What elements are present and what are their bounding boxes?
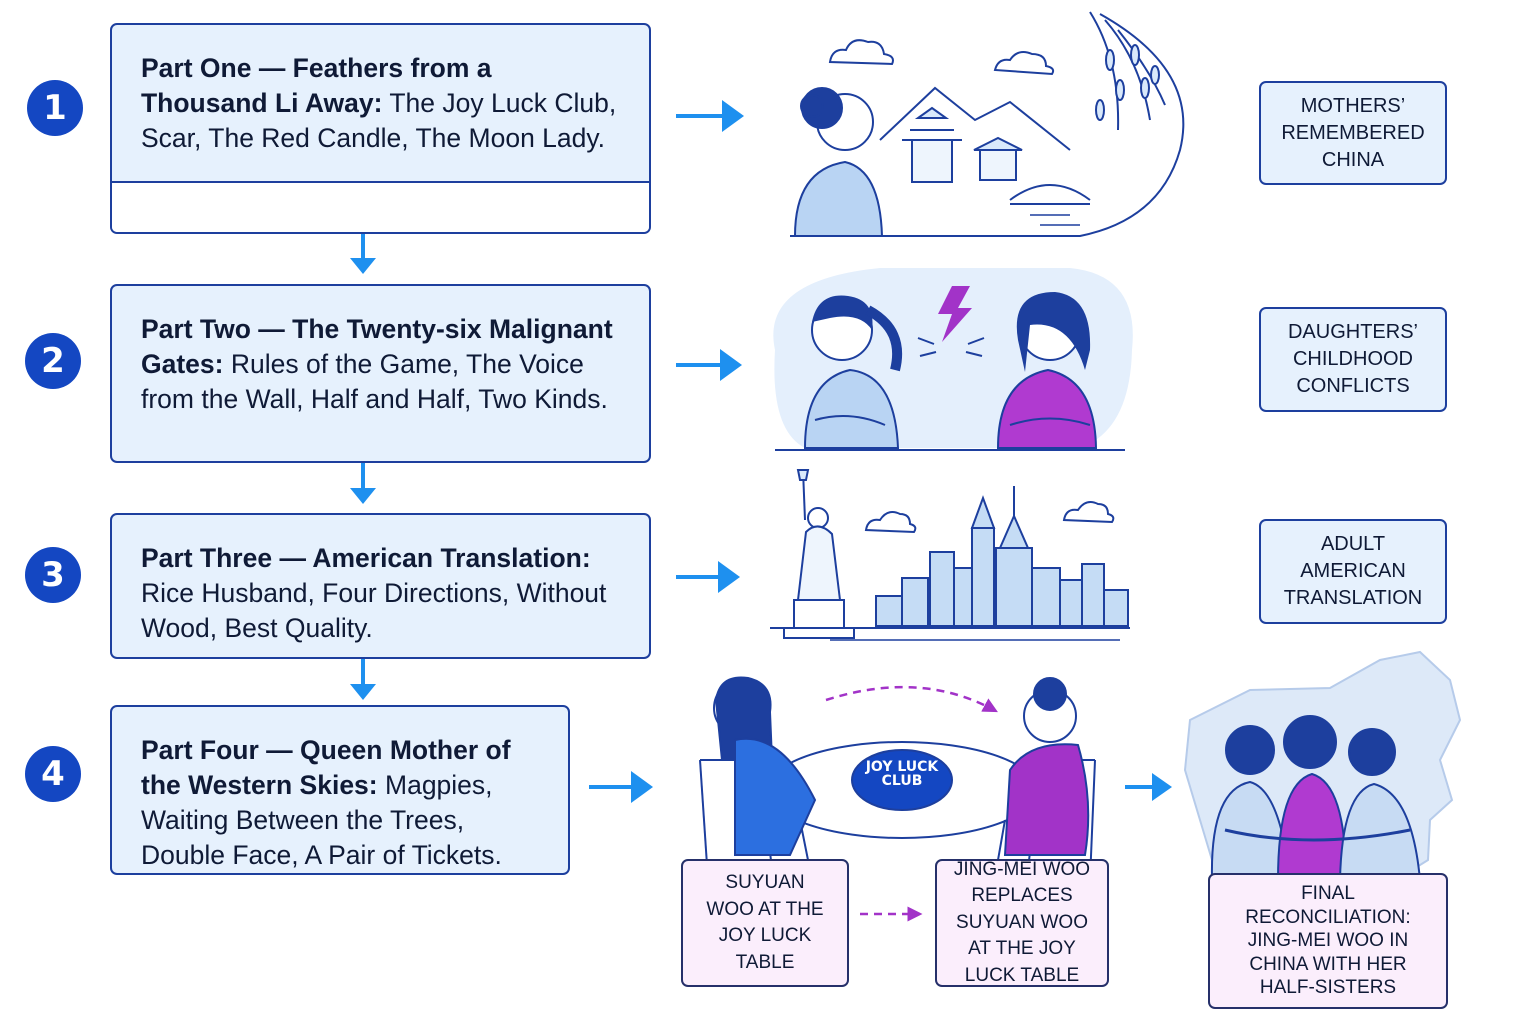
lightning-icon — [938, 286, 972, 342]
american-skyline-illustration — [770, 469, 1130, 641]
cloud-icon — [993, 51, 1055, 76]
mothers-china-label: Mothers’ Remembered China — [1259, 81, 1447, 185]
label-text: Final Reconciliation: Jing-mei Woo in Ch… — [1245, 883, 1411, 999]
cloud-icon — [864, 511, 917, 534]
part-stories: Magpies, Waiting Between the Trees, Doub… — [141, 770, 502, 870]
down-arrow-icon — [350, 234, 376, 274]
part-stories: Rules of the Game, The Voice from the Wa… — [141, 349, 608, 414]
joy-luck-table-illustration — [699, 676, 1096, 881]
sisters-in-china-illustration — [1183, 650, 1462, 897]
part-number-badge: 1 — [27, 80, 83, 136]
label-text: Daughters’ Childhood Conflicts — [1287, 321, 1418, 397]
part-title: Part Four — Queen Mother of the Western … — [141, 735, 511, 800]
right-arrow-icon — [676, 561, 740, 593]
right-arrow-icon — [1125, 773, 1172, 801]
label-text: Mothers’ Remembered China — [1281, 94, 1425, 171]
suyuan-table-label: Suyuan Woo at the Joy Luck Table — [681, 859, 849, 987]
cloud-icon — [1062, 501, 1115, 524]
right-arrow-icon — [589, 771, 653, 803]
part-two-box: Part Two — The Twenty-six Malignant Gate… — [110, 284, 651, 463]
right-arrow-icon — [676, 349, 742, 381]
joy-luck-club-sign: JOY LUCK CLUB — [865, 759, 939, 789]
part-four-box: Part Four — Queen Mother of the Western … — [110, 705, 570, 875]
remembered-china-illustration — [790, 11, 1185, 237]
part-one-box: Part One — Feathers from a Thousand Li A… — [110, 23, 651, 234]
part-title: Part Three — American Translation: — [141, 543, 591, 573]
dashed-arrow — [825, 685, 998, 713]
jingmei-replaces-label: Jing-mei Woo replaces Suyuan Woo at the … — [935, 859, 1109, 987]
final-reconciliation-label: Final Reconciliation: Jing-mei Woo in Ch… — [1208, 873, 1448, 1009]
down-arrow-icon — [350, 659, 376, 700]
part-stories: The Joy Luck Club, Scar, The Red Candle,… — [141, 88, 617, 153]
part-title: Part Two — The Twenty-six Malignant Gate… — [141, 314, 613, 379]
label-text: Jing-mei Woo replaces Suyuan Woo at the … — [953, 858, 1091, 986]
part-number-badge: 4 — [25, 746, 81, 802]
childhood-conflict-illustration — [773, 268, 1133, 451]
part-three-box: Part Three — American Translation: Rice … — [110, 513, 651, 659]
part-title: Part One — Feathers from a Thousand Li A… — [141, 53, 492, 118]
part-number-badge: 2 — [25, 333, 81, 389]
part-stories: Rice Husband, Four Directions, Without W… — [141, 578, 607, 643]
daughters-conflicts-label: Daughters’ Childhood Conflicts — [1259, 307, 1447, 412]
part-number-badge: 3 — [25, 547, 81, 603]
label-text: Adult American Translation — [1283, 533, 1423, 609]
part-one-footer — [112, 181, 649, 232]
down-arrow-icon — [350, 463, 376, 504]
label-text: Suyuan Woo at the Joy Luck Table — [706, 872, 824, 973]
right-arrow-icon — [676, 100, 744, 132]
adult-translation-label: Adult American Translation — [1259, 519, 1447, 624]
cloud-icon — [828, 39, 894, 66]
